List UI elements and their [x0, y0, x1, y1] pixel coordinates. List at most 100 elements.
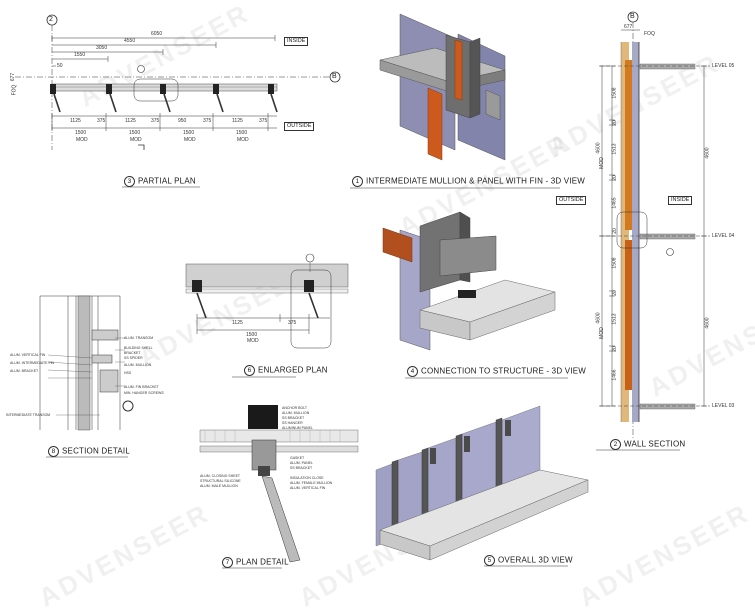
dim-row1: 375 [259, 118, 268, 124]
caption-number: 6 [244, 365, 255, 376]
section-note: SS SPIDER [124, 356, 143, 360]
floor-slab [639, 63, 696, 70]
dim-row1: 375 [151, 118, 160, 124]
level-label: LEVEL 05 [712, 63, 735, 69]
dim-top: 3050 [96, 45, 108, 51]
caption-text: INTERMEDIATE MULLION & PANEL WITH FIN - … [366, 176, 586, 186]
plan-note: INSULATION CLOSE [290, 476, 324, 480]
dim-row1: 1125 [125, 118, 136, 124]
caption-number: 5 [484, 555, 495, 566]
level-label: LEVEL 03 [712, 403, 735, 409]
plan-fin [163, 93, 171, 113]
section-note: ALUM. MULLION [124, 363, 152, 367]
mod-label: MOD [130, 137, 142, 143]
dim-row1: 1125 [232, 118, 243, 124]
plan-note: ALUM. MULLION [282, 411, 310, 415]
grid-label-b: B [332, 73, 337, 80]
plan-note: ALUM. VERTICAL FIN [290, 486, 326, 490]
plan-fin [109, 93, 117, 113]
plan-fin [270, 93, 278, 113]
caption-number: 4 [407, 366, 418, 377]
enlarged-dim: 375 [288, 320, 297, 326]
plan-detail-drawing [199, 405, 359, 569]
section-note: ALUM. VERTICAL FIN [10, 353, 46, 357]
plan-note: SS HANGER [282, 421, 303, 425]
plan-note: GASKET [290, 456, 305, 460]
dim-row1: 375 [203, 118, 212, 124]
plan-mullion [50, 84, 56, 94]
plan-mullion [268, 84, 274, 94]
dim-top: 4550 [124, 38, 136, 44]
dim-top: 50 [57, 63, 63, 69]
outside-tag: OUTSIDE [284, 122, 315, 131]
plan-note: ALUM. FEMALE MULLION [290, 481, 333, 485]
dim-row2: 1500 [129, 130, 141, 136]
section-note: INTERMEDIATE TRANSOM [6, 413, 51, 417]
plan-fin [216, 93, 224, 113]
dim-row1: 1125 [70, 118, 81, 124]
mod-label: MOD [76, 137, 88, 143]
dim-row2: 1500 [75, 130, 87, 136]
section-note: ALUM. FIN BRACKET [124, 385, 159, 389]
enlarged-plan-drawing [185, 253, 349, 378]
caption-number: 8 [48, 446, 59, 457]
caption-number: 7 [222, 557, 233, 568]
mod-label: MOD [237, 137, 249, 143]
section-note: BRACKET [124, 351, 141, 355]
plan-note: ALUM. CLOSING SHEET [200, 474, 241, 478]
orange-fin [427, 87, 443, 161]
section-detail-drawing [39, 295, 134, 458]
mod-label: MOD [184, 137, 196, 143]
dim-row1: 375 [97, 118, 106, 124]
orange-fin [382, 227, 413, 263]
mullion-3d-drawing [350, 13, 560, 189]
plan-mullion [106, 84, 112, 94]
caption-number: 3 [124, 176, 135, 187]
dim-row1: 950 [178, 118, 187, 124]
section-note: ALUM. TRANSOM [124, 336, 154, 340]
section-note: BUILDING SHELL [124, 346, 153, 350]
outside-tag: OUTSIDE [556, 196, 587, 205]
section-note: HSS [124, 371, 132, 375]
dim-top: 1550 [74, 52, 86, 58]
connection-3d-drawing [382, 211, 568, 379]
floor-slab [639, 403, 696, 410]
plan-mullion [213, 84, 219, 94]
plan-note: SS BRACKET [290, 466, 313, 470]
enlarged-total: 1500 [246, 332, 258, 338]
inside-tag: INSIDE [668, 196, 693, 205]
plan-fin [53, 93, 61, 113]
plan-mullion [160, 84, 166, 94]
plan-note: ALUM. PANEL [290, 461, 313, 465]
dim-top: 6050 [151, 31, 163, 37]
inside-tag: INSIDE [284, 37, 309, 46]
caption-text: SECTION DETAIL [62, 446, 130, 456]
caption-text: PARTIAL PLAN [138, 176, 196, 186]
enlarged-dim: 1125 [232, 320, 243, 326]
caption-text: ENLARGED PLAN [258, 365, 328, 375]
section-note: ALUM. BRACKET [10, 369, 39, 373]
grid-label-2: 2 [49, 16, 53, 23]
plan-note: ANCHOR BOLT [282, 406, 308, 410]
partial-plan-drawing [15, 14, 341, 188]
floor-slab [639, 233, 696, 240]
plan-note: ALUMINUM PANEL [282, 426, 313, 430]
foq-value: 677 [624, 24, 633, 30]
plan-note: ALUM. MALE MULLION [200, 484, 238, 488]
caption-text: OVERALL 3D VIEW [498, 555, 573, 565]
section-note: ALUM. INTERMEDIATE FIN [10, 361, 55, 365]
section-note: MIN. HANGER SCREWS [124, 391, 164, 395]
caption-text: WALL SECTION [624, 439, 686, 449]
caption-number: 2 [610, 439, 621, 450]
level-label: LEVEL 04 [712, 233, 735, 239]
dim-row2: 1500 [236, 130, 248, 136]
caption-text: CONNECTION TO STRUCTURE - 3D VIEW [421, 366, 586, 376]
foq-label: FOQ [644, 31, 655, 37]
